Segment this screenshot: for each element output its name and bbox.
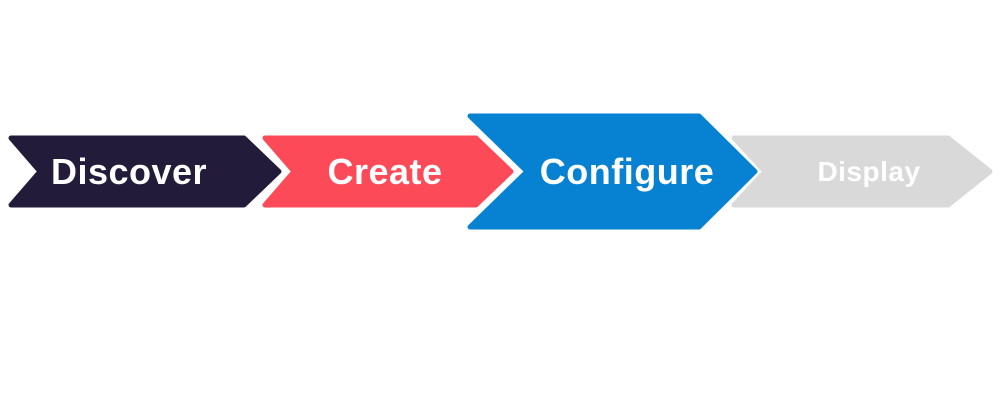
step-shape-display [731, 135, 993, 208]
step-shape-configure [467, 113, 758, 230]
step-shape-create [262, 135, 514, 208]
step-shape-discover [8, 135, 282, 208]
